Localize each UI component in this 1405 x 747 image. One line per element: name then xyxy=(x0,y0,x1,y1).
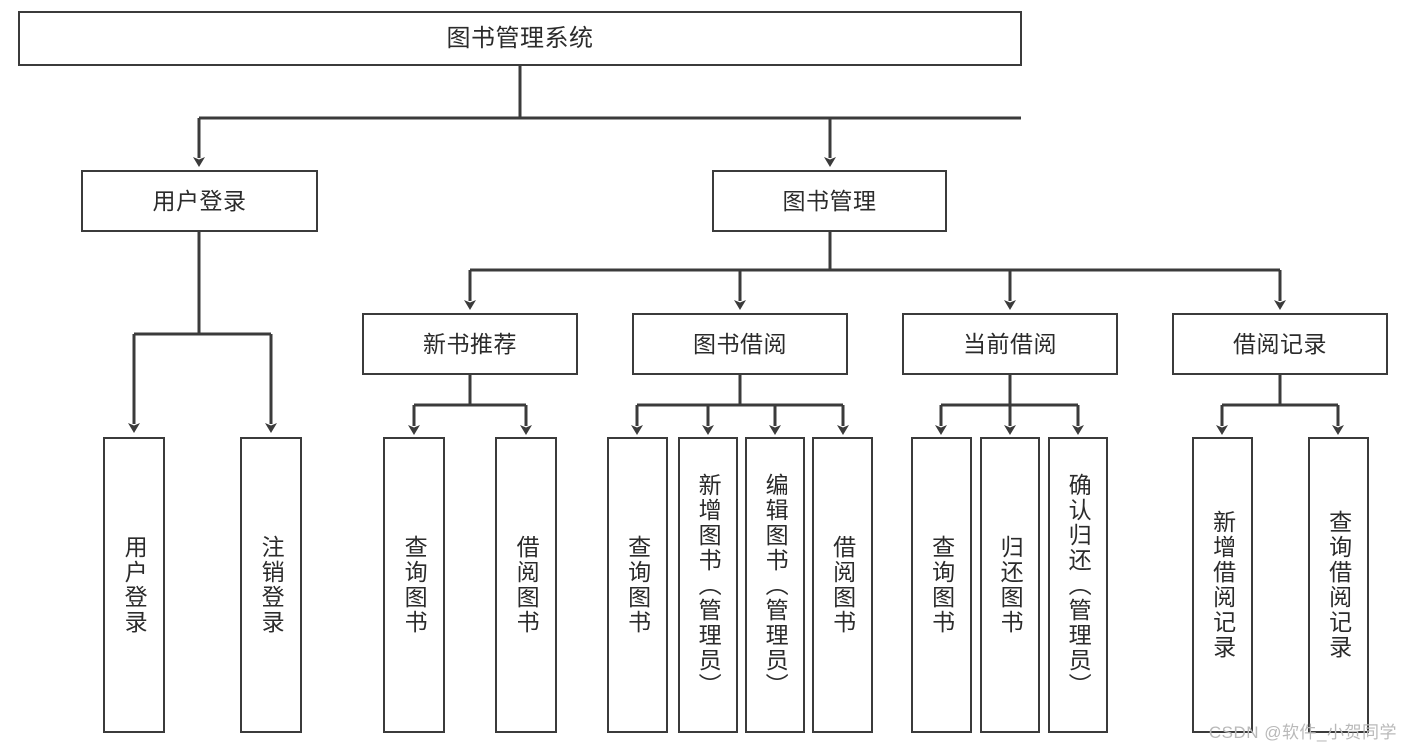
node-label: 图书管理 xyxy=(782,187,877,214)
leaf-current-borrow-confirm-return[interactable]: 确认归还（管理员） xyxy=(1048,437,1108,733)
node-label: 借阅图书 xyxy=(513,535,540,635)
node-label: 用户登录 xyxy=(121,535,148,635)
node-label: 确认归还（管理员） xyxy=(1065,472,1092,698)
node-current-borrow[interactable]: 当前借阅 xyxy=(902,313,1118,375)
node-label: 查询借阅记录 xyxy=(1325,510,1352,660)
leaf-current-borrow-query[interactable]: 查询图书 xyxy=(911,437,972,733)
leaf-book-borrow-add[interactable]: 新增图书（管理员） xyxy=(678,437,738,733)
node-book-borrow[interactable]: 图书借阅 xyxy=(632,313,848,375)
leaf-borrow-record-query[interactable]: 查询借阅记录 xyxy=(1308,437,1369,733)
watermark: CSDN @软件_小贺同学 xyxy=(1208,723,1397,742)
node-label: 新增借阅记录 xyxy=(1209,510,1236,660)
leaf-book-borrow-query[interactable]: 查询图书 xyxy=(607,437,668,733)
leaf-user-login-login[interactable]: 用户登录 xyxy=(103,437,165,733)
node-user-login[interactable]: 用户登录 xyxy=(81,170,318,232)
node-new-book-recommend[interactable]: 新书推荐 xyxy=(362,313,578,375)
leaf-user-login-logout[interactable]: 注销登录 xyxy=(240,437,302,733)
node-label: 图书借阅 xyxy=(693,330,787,357)
leaf-book-borrow-borrow[interactable]: 借阅图书 xyxy=(812,437,873,733)
node-label: 注销登录 xyxy=(258,535,285,635)
leaf-book-borrow-edit[interactable]: 编辑图书（管理员） xyxy=(745,437,805,733)
node-label: 图书管理系统 xyxy=(446,24,594,52)
node-book-management[interactable]: 图书管理 xyxy=(712,170,947,232)
leaf-new-book-borrow[interactable]: 借阅图书 xyxy=(495,437,557,733)
node-label: 用户登录 xyxy=(152,187,247,214)
leaf-new-book-query[interactable]: 查询图书 xyxy=(383,437,445,733)
node-label: 当前借阅 xyxy=(963,330,1057,357)
node-borrow-record[interactable]: 借阅记录 xyxy=(1172,313,1388,375)
node-root-system[interactable]: 图书管理系统 xyxy=(18,11,1022,66)
node-label: 新增图书（管理员） xyxy=(695,472,722,698)
node-label: 借阅记录 xyxy=(1233,330,1327,357)
node-label: 编辑图书（管理员） xyxy=(762,472,789,698)
leaf-current-borrow-return[interactable]: 归还图书 xyxy=(980,437,1040,733)
node-label: 借阅图书 xyxy=(829,535,856,635)
node-label: 查询图书 xyxy=(401,535,428,635)
leaf-borrow-record-add[interactable]: 新增借阅记录 xyxy=(1192,437,1253,733)
node-label: 查询图书 xyxy=(928,535,955,635)
node-label: 归还图书 xyxy=(997,535,1024,635)
node-label: 新书推荐 xyxy=(423,330,517,357)
node-label: 查询图书 xyxy=(624,535,651,635)
